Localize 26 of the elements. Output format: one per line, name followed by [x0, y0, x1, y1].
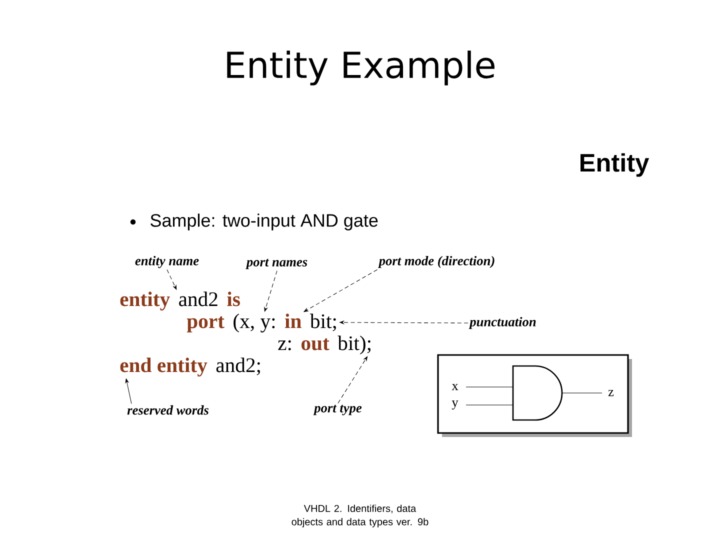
annotation-label: port names	[246, 258, 308, 270]
annotation-label: punctuation	[468, 316, 536, 330]
annotation-label: reserved words	[127, 405, 209, 415]
code-text: z:	[278, 340, 291, 350]
bullet-text: Sample: two-input AND gate	[150, 214, 378, 230]
code-keyword: port	[186, 316, 224, 332]
title: Entity Example	[227, 50, 494, 86]
code-keyword: out	[302, 338, 330, 350]
footer-text: VHDL 2. Identifiers, data objects and data types ver. 9b	[292, 504, 428, 528]
leader-line	[338, 356, 368, 404]
code-text: bit;	[310, 314, 336, 332]
heading: Entity	[580, 153, 650, 177]
code-keyword: end entity	[120, 358, 208, 376]
annotation-label: entity name	[135, 256, 199, 268]
code-keyword: in	[284, 314, 302, 328]
code-text: (x, y:	[234, 314, 275, 332]
code-keyword: entity	[120, 292, 170, 310]
annotation-label: port type	[313, 404, 362, 416]
code-keyword: is	[227, 292, 240, 306]
code-text: and2	[179, 292, 218, 306]
code-text: and2;	[216, 358, 260, 376]
code-text: bit);	[338, 336, 370, 354]
signal-label: z	[608, 390, 614, 396]
signal-label: x	[452, 384, 458, 390]
annotation-label: port mode (direction)	[378, 256, 494, 268]
signal-label: y	[452, 400, 458, 410]
